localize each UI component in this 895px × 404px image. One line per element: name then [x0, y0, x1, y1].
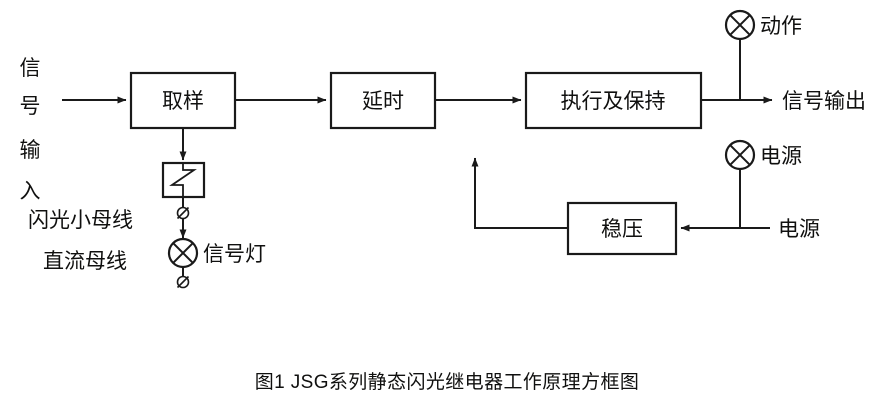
power-input-label: 电源	[778, 218, 820, 241]
block-voltage-regulator[interactable]	[566, 201, 678, 256]
block-sampling-label: 取样	[162, 90, 204, 113]
dc-bus-label: 直流母线	[43, 250, 127, 273]
input-label-char-4: 入	[20, 180, 41, 203]
block-execute-hold-label: 执行及保持	[561, 90, 666, 113]
signal-lamp-label: 信号灯	[203, 243, 266, 266]
block-execute-hold[interactable]	[524, 71, 703, 130]
terminal-flash-bus-slash	[176, 206, 190, 220]
flash-bus-label: 闪光小母线	[28, 209, 133, 232]
signal-lamp-cross-b	[172, 242, 194, 264]
signal-output-label: 信号输出	[782, 90, 866, 113]
relay-contact-symbol	[169, 163, 197, 197]
block-delay[interactable]	[329, 71, 437, 130]
block-sampling[interactable]	[129, 71, 237, 130]
power-lamp-cross-b	[729, 144, 751, 166]
input-label-char-2: 号	[20, 95, 41, 118]
block-voltage-regulator-label: 稳压	[601, 218, 643, 241]
power-lamp-label: 电源	[760, 145, 802, 168]
action-lamp-cross-b	[729, 14, 751, 36]
terminal-dc-bus-slash	[176, 275, 190, 289]
action-lamp-label: 动作	[760, 15, 802, 38]
input-label-char-3: 输	[20, 139, 41, 162]
figure-caption: 图1 JSG系列静态闪光继电器工作原理方框图	[255, 371, 640, 393]
input-label-char-1: 信	[20, 57, 41, 80]
wire-regulator-feedback	[471, 157, 568, 229]
block-delay-label: 延时	[362, 90, 404, 113]
